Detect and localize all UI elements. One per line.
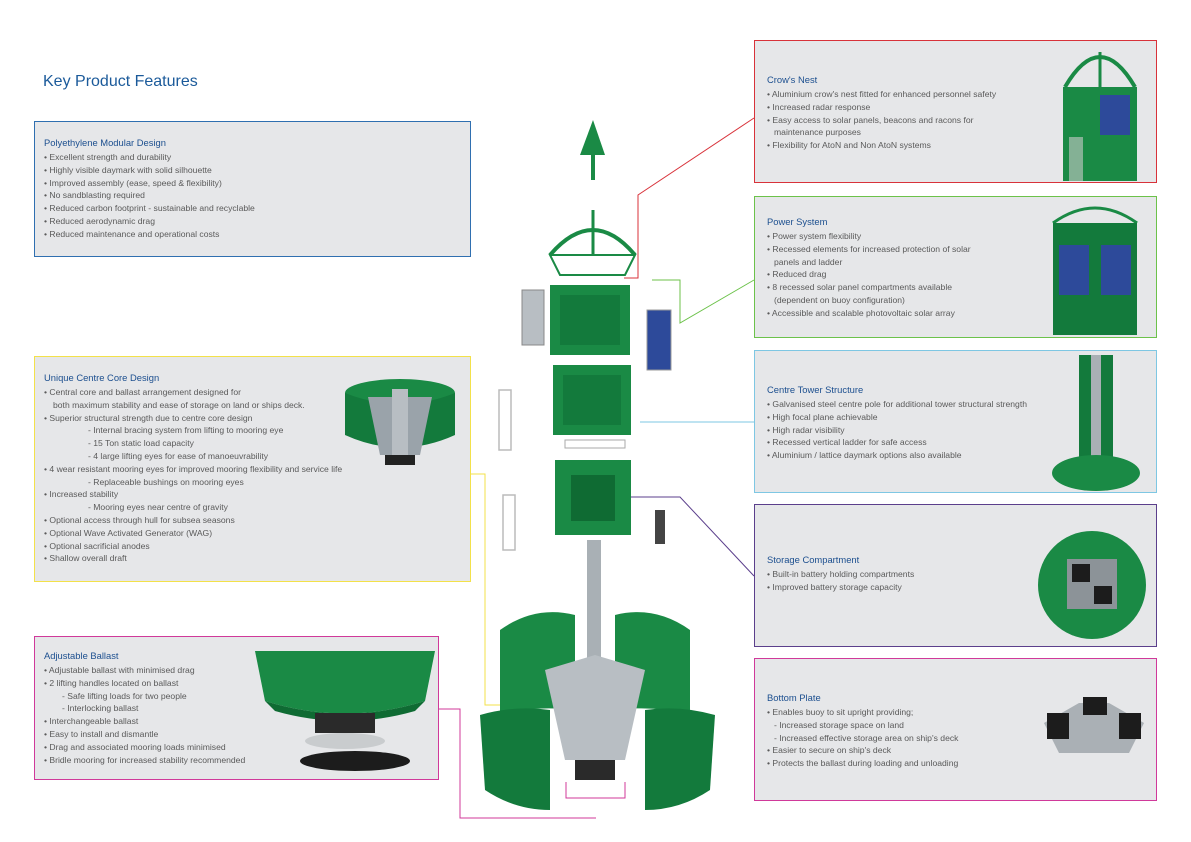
crows-nest-item: • Aluminium crow's nest fitted for enhan… [767,89,997,99]
connector-power [652,279,755,324]
crows-nest-item: • Increased radar response [767,101,871,112]
tower-item: • Aluminium / lattice daymark options al… [767,450,962,461]
power-item: • 8 recessed solar panel compartments av… [767,282,953,293]
power-item: • Reduced drag [767,269,827,280]
centre-core-item: • Optional Wave Activated Generator (WAG… [44,527,213,538]
ballast-item: • Adjustable ballast with minimised drag [44,665,195,675]
centre-core-heading: Unique Centre Core Design [44,372,160,383]
centre-core-item: both maximum stability and ease of stora… [53,399,305,410]
crows-nest-image [1063,52,1137,181]
hull-segment [480,708,550,810]
ballast-item: • 2 lifting handles located on ballast [44,677,179,688]
centre-core-item: • Central core and ballast arrangement d… [44,387,241,397]
centre-core-item: - 4 large lifting eyes for ease of manoe… [88,450,269,461]
power-item: • Power system flexibility [767,231,862,241]
power-box: Power System • Power system flexibility … [754,196,1157,338]
centre-core-image [345,379,455,465]
centre-core-item: - Replaceable bushings on mooring eyes [88,476,244,487]
ballast-box: Adjustable Ballast • Adjustable ballast … [34,636,439,780]
exploded-buoy-illustration [480,120,715,810]
centre-core-item: • Optional sacrificial anodes [44,540,150,551]
polyethylene-item: • Highly visible daymark with solid silh… [44,164,212,175]
centre-pole [587,540,601,660]
centre-core-frame [545,655,645,760]
power-item: • Accessible and scalable photovoltaic s… [767,307,955,318]
connector-bottom [565,782,626,799]
crows-nest-item: • Easy access to solar panels, beacons a… [767,114,974,125]
power-item: panels and ladder [774,256,843,267]
storage-box: Storage Compartment • Built-in battery h… [754,504,1157,647]
tower-item: • Galvanised steel centre pole for addit… [767,399,1028,409]
centre-core-item: • 4 wear resistant mooring eyes for impr… [44,463,343,474]
ballast-image [255,651,435,771]
solar-panel [646,309,672,371]
bottom-plate-heading: Bottom Plate [767,692,821,703]
power-heading: Power System [767,216,828,227]
power-system-image [1052,206,1138,335]
hatch-plate [655,510,665,544]
bottom-plate-box: Bottom Plate • Enables buoy to sit uprig… [754,658,1157,801]
polyethylene-item: • No sandblasting required [44,190,145,201]
storage-heading: Storage Compartment [767,554,860,565]
centre-core-box: Unique Centre Core Design • Central core… [34,356,471,582]
centre-core-item: • Optional access through hull for subse… [44,514,235,525]
ballast-item: - Safe lifting loads for two people [62,690,187,701]
polyethylene-item: • Reduced maintenance and operational co… [44,228,220,239]
polyethylene-item: • Reduced aerodynamic drag [44,215,155,226]
polyethylene-item: • Reduced carbon footprint - sustainable… [44,203,255,214]
bottom-plate-item: - Increased storage space on land [774,719,904,730]
bottom-plate-item: • Enables buoy to sit upright providing; [767,707,914,717]
power-item: • Recessed elements for increased protec… [767,243,971,254]
page-title: Key Product Features [43,73,198,90]
polyethylene-heading: Polyethylene Modular Design [44,137,166,148]
hull-segment [645,708,715,810]
centre-core-item: - Internal bracing system from lifting t… [88,425,284,436]
ballast-item: • Interchangeable ballast [44,716,139,727]
bottom-plate-image [1044,697,1144,753]
crows-nest-box: Crow's Nest • Aluminium crow's nest fitt… [754,40,1157,183]
polyethylene-item: • Excellent strength and durability [44,152,172,162]
tower-item: • High focal plane achievable [767,411,878,422]
connector-crows-nest [624,117,755,279]
topmark [580,120,605,155]
bottom-plate-item: • Easier to secure on ship's deck [767,745,892,756]
connector-ballast [439,708,596,819]
ballast-heading: Adjustable Ballast [44,650,119,661]
crows-nest-heading: Crow's Nest [767,74,818,85]
centre-core-item: • Superior structural strength due to ce… [44,412,253,423]
ballast-item: • Drag and associated mooring loads mini… [44,741,226,752]
bottom-plate-item: - Increased effective storage area on sh… [774,732,959,743]
centre-core-item: - Mooring eyes near centre of gravity [88,502,228,513]
centre-core-item: • Increased stability [44,489,119,500]
ballast-item: • Easy to install and dismantle [44,728,159,739]
ballast-item: - Interlocking ballast [62,703,139,714]
tower-item: • High radar visibility [767,424,845,435]
ballast-item: • Bridle mooring for increased stability… [44,754,246,765]
centre-core-item: - 15 Ton static load capacity [88,438,194,449]
storage-item: • Improved battery storage capacity [767,581,902,592]
tower-item: • Recessed vertical ladder for safe acce… [767,437,927,448]
storage-item: • Built-in battery holding compartments [767,569,915,579]
polyethylene-box: Polyethylene Modular Design • Excellent … [34,121,471,257]
crows-nest-item: • Flexibility for AtoN and Non AtoN syst… [767,140,931,151]
centre-core-item: • Shallow overall draft [44,553,127,564]
centre-tower-image [1052,355,1140,491]
power-item: (dependent on buoy configuration) [774,294,905,305]
connector-storage [630,496,755,577]
tower-heading: Centre Tower Structure [767,384,864,395]
bottom-plate-item: • Protects the ballast during loading an… [767,758,959,769]
storage-compartment-image [1038,531,1146,639]
tower-box: Centre Tower Structure • Galvanised stee… [754,350,1157,493]
crows-nest-item: maintenance purposes [774,127,861,138]
polyethylene-item: • Improved assembly (ease, speed & flexi… [44,177,222,188]
